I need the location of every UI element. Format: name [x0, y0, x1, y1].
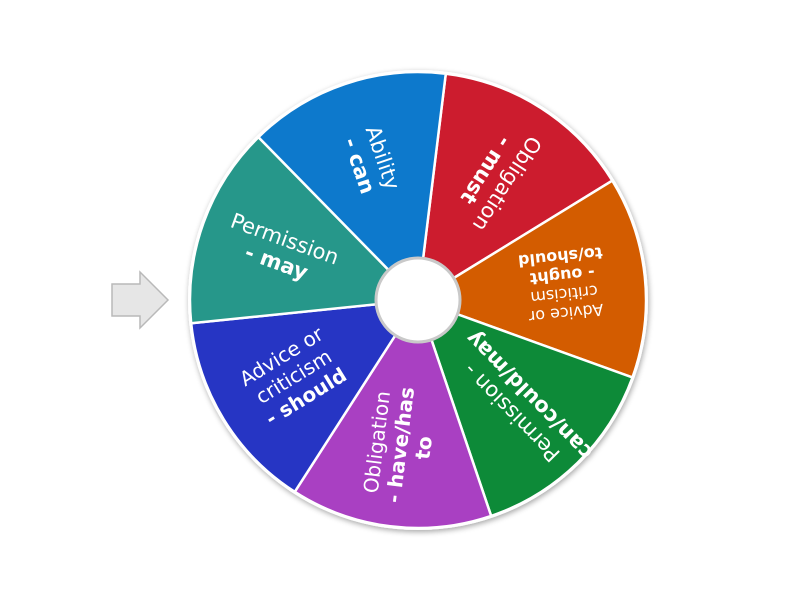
- wheel-segment[interactable]: [188, 135, 421, 325]
- wheel-segment[interactable]: [415, 297, 635, 518]
- pointer-arrow-icon: [111, 270, 170, 330]
- wheel-segment[interactable]: [416, 72, 614, 303]
- wheel-segment[interactable]: [415, 178, 648, 380]
- segment-label-line: to: [410, 435, 437, 461]
- wheel-hub[interactable]: [374, 256, 462, 344]
- wheel-segment[interactable]: [293, 297, 493, 530]
- wheel-segment[interactable]: [256, 70, 448, 303]
- wheel-segment[interactable]: [189, 298, 421, 494]
- wheel-segment-label: Advice orcriticism- oughtto/should: [517, 243, 609, 327]
